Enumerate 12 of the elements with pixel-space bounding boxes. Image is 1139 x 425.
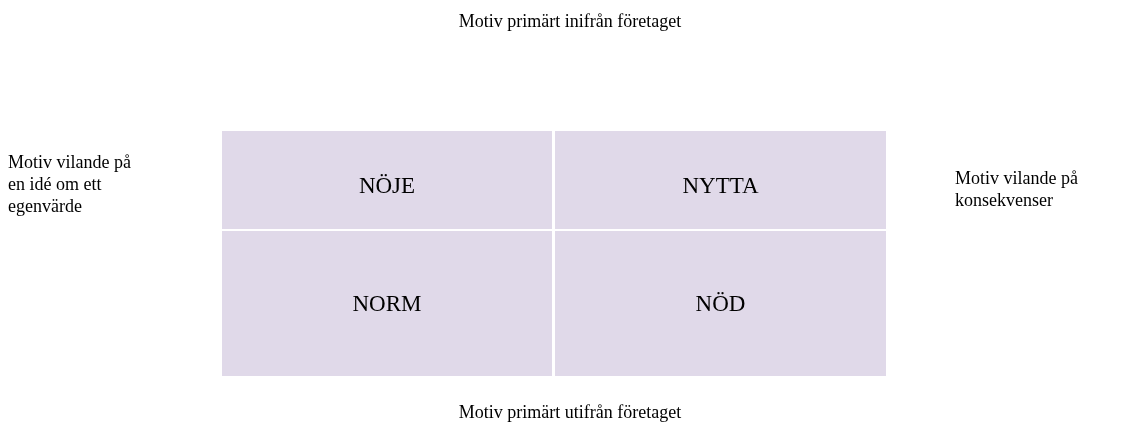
axis-label: Motiv primärt utifrån företaget — [457, 401, 683, 423]
quadrant-cell — [222, 231, 552, 376]
quadrant-label: NYTTA — [682, 173, 759, 199]
axis-label: Motiv primärt inifrån företaget — [457, 10, 683, 32]
quadrant-cell — [555, 231, 886, 376]
quadrant-label: NÖJE — [358, 173, 416, 199]
quadrant-label: NORM — [352, 290, 422, 317]
quadrant-cell — [222, 131, 552, 229]
axis-label: Motiv vilande på konsekvenser — [955, 167, 1079, 211]
axis-label: Motiv vilande på en idé om ett egenvärde — [8, 151, 132, 217]
quadrant-label: NÖD — [695, 290, 746, 317]
quadrant-cell — [555, 131, 886, 229]
